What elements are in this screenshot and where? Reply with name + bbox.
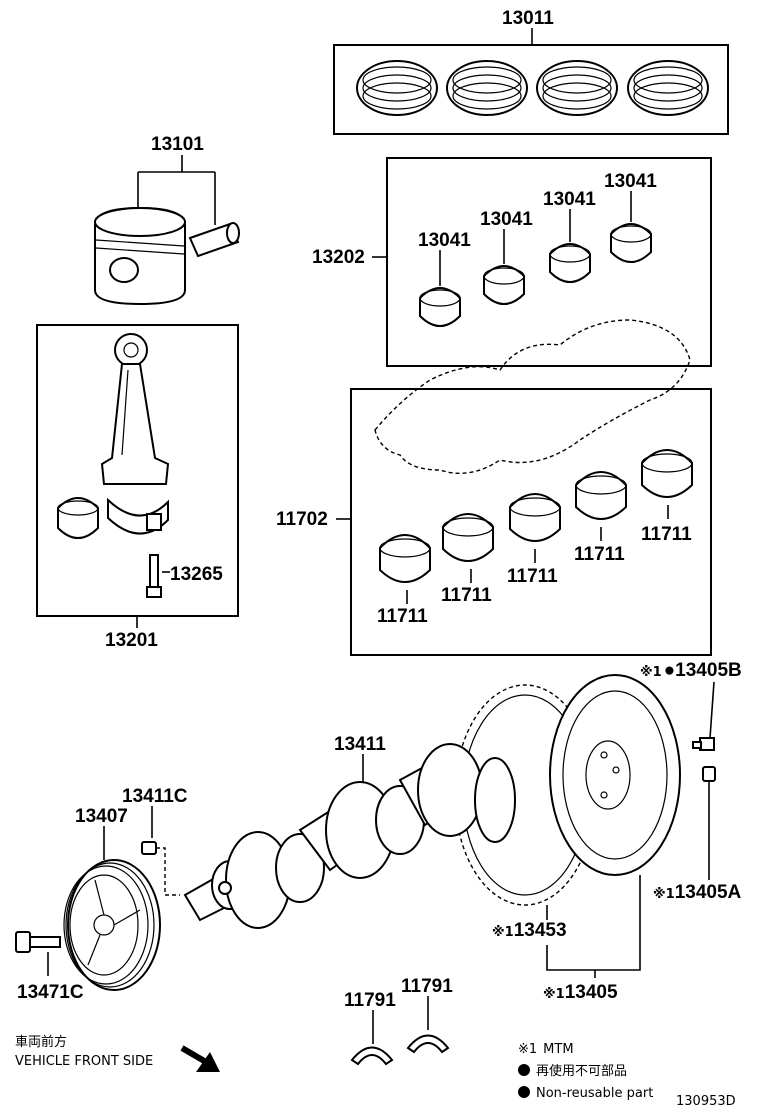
piston-group: 13101 [94,134,240,306]
crankshaft-icon [183,743,516,929]
part-number-13411: 13411 [334,734,386,755]
legend-nonreusable-jp: 再使用不可部品 [536,1063,627,1079]
nonreusable-dot-icon [518,1086,530,1098]
part-number-13405: ※113405 [543,982,618,1003]
part-number-13265: 13265 [170,564,223,585]
piston-pin-icon [188,222,240,258]
main-bearing-shell-icon [509,493,561,542]
crank-pin-icon [141,841,157,855]
conrod-bearing-icon [57,497,99,539]
conrod-bearing-shell-icon [610,223,652,263]
part-number-13101: 13101 [151,134,204,155]
part-number-11702: 11702 [276,509,328,530]
part-number-13405A: ※113405A [653,882,742,903]
conrod-icon [100,333,170,485]
part-number-13011: 13011 [502,8,554,29]
leader-line [546,875,641,971]
flywheel-icon [549,674,681,876]
direction-label-jp: 車両前方 [15,1034,67,1050]
nonreusable-dot: ● [664,660,675,681]
conrod-bearing-shell-icon [483,265,525,305]
thrust-washer-group: 11791 11791 [344,976,453,1066]
piston-ring-icon [356,60,438,116]
part-number-13041: 13041 [418,230,471,251]
part-number-11711: 11711 [507,566,558,587]
piston-ring-box [333,44,729,135]
conrod-bearing-shell-icon [419,287,461,327]
conrod-bolt-icon [146,554,162,598]
part-number-11711: 11711 [377,606,428,627]
conrod-group: 13265 13201 [36,324,239,651]
main-bearing-shell-icon [379,534,431,583]
pin-guide-line [156,847,180,896]
conrod-bearing-set-group: 13202 13041 13041 13041 13041 [312,157,712,367]
main-bearing-shell-icon [442,513,494,562]
flywheel-group: ※1●13405B ※113405A ※113453 ※113405 [454,660,742,1003]
legend-nonreusable-en: Non-reusable part [536,1086,653,1101]
part-number-11791: 11791 [401,976,453,997]
pulley-group: 13411C 13407 13471C [15,786,188,1003]
part-number-13041: 13041 [604,171,657,192]
main-bearing-set-group: 11702 11711 11711 11711 11711 [276,388,712,656]
part-number-13041: 13041 [480,209,533,230]
part-number-13405B: ※1●13405B [640,660,742,681]
piston-icon [94,206,186,306]
part-number-11791: 11791 [344,990,396,1011]
thrust-washer-icon [350,1046,394,1066]
piston-ring-icon [536,60,618,116]
part-number-13453: ※113453 [492,920,567,941]
arrow-down-right-icon [180,1045,220,1072]
thrust-washer-icon [406,1034,450,1054]
conrod-bearing-box [386,157,712,367]
piston-ring-icon [627,60,709,116]
flywheel-bolt-icon [692,737,715,751]
part-number-13411C: 13411C [122,786,188,807]
part-number-13471C: 13471C [17,982,84,1003]
pulley-icon [63,859,161,991]
part-number-13201: 13201 [105,630,158,651]
main-bearing-shell-icon [641,449,693,498]
piston-ring-icon [446,60,528,116]
crankshaft-ghost-outline [374,319,691,475]
conrod-bearing-shell-icon [549,243,591,283]
flywheel-pin-icon [702,766,716,782]
main-bearing-shell-icon [575,471,627,520]
part-number-11711: 11711 [641,524,692,545]
pulley-bolt-icon [15,931,61,953]
part-number-11711: 11711 [441,585,492,606]
direction-label-en: VEHICLE FRONT SIDE [15,1054,153,1069]
part-number-13202: 13202 [312,247,365,268]
conrod-cap-icon [107,497,169,535]
main-bearing-box [350,388,712,656]
piston-ring-set-group: 13011 [333,8,729,135]
part-number-13407: 13407 [75,806,128,827]
leader-line [709,681,715,739]
nonreusable-dot-icon [518,1064,530,1076]
diagram-id: 130953D [676,1094,736,1109]
leader-line [137,155,216,225]
part-number-13041: 13041 [543,189,596,210]
part-number-11711: 11711 [574,544,625,565]
crankshaft-group: 13411 [183,734,516,929]
direction-note: 車両前方 VEHICLE FRONT SIDE [15,1034,220,1072]
